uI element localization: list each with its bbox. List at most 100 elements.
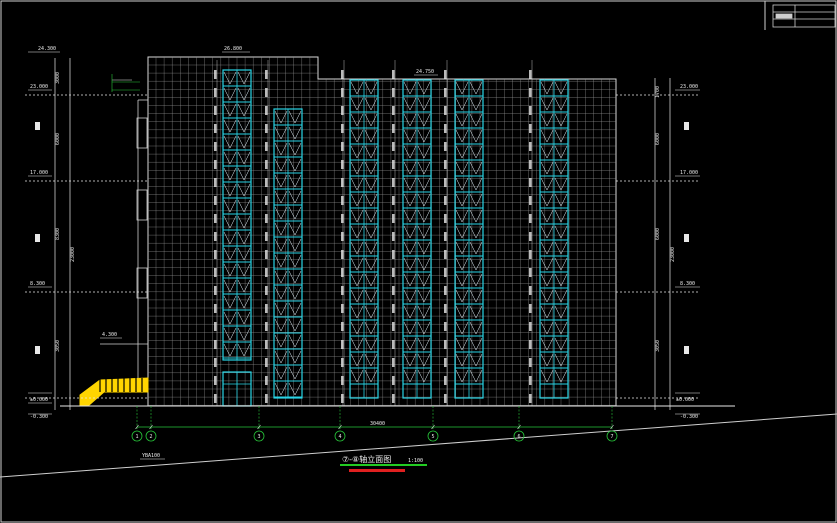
facade-grid: [148, 57, 616, 406]
window-opening-mark: [469, 225, 483, 239]
facade-dim-tick: [392, 250, 395, 259]
facade-dim-tick: [214, 250, 217, 259]
window-opening-mark: [540, 321, 554, 335]
dim-right-1: 6000: [655, 133, 661, 145]
facade-dim-tick: [392, 268, 395, 277]
window-opening-mark: [417, 193, 431, 207]
axis-label: 7: [610, 434, 613, 440]
window-opening-mark: [554, 289, 568, 303]
window-opening-mark: [350, 113, 364, 127]
window-opening-mark: [364, 241, 378, 255]
facade-dim-tick: [444, 214, 447, 223]
window-opening-mark: [540, 97, 554, 111]
window-opening-mark: [237, 167, 251, 181]
window-column: [349, 79, 379, 399]
window-opening-mark: [237, 295, 251, 309]
facade-dim-tick: [341, 178, 344, 187]
window-opening-mark: [350, 273, 364, 287]
axis-tick: [149, 424, 153, 430]
facade-dim-tick: [529, 394, 532, 403]
window-column: [273, 108, 303, 399]
left-annex: [100, 99, 148, 378]
window-opening-mark: [554, 273, 568, 287]
facade-dim-tick: [265, 124, 268, 133]
window-opening-mark: [469, 273, 483, 287]
window-opening-mark: [237, 327, 251, 341]
window-opening-mark: [288, 254, 302, 268]
entrance-stair: [79, 377, 149, 407]
window-opening-mark: [540, 305, 554, 319]
window-opening-mark: [274, 270, 288, 284]
facade-dim-tick: [265, 88, 268, 97]
axis-tick: [338, 424, 342, 430]
window-opening-mark: [403, 321, 417, 335]
window-opening-mark: [455, 321, 469, 335]
window-opening-mark: [350, 321, 364, 335]
window-opening-mark: [237, 135, 251, 149]
window-opening-mark: [469, 177, 483, 191]
facade-dim-tick: [265, 322, 268, 331]
facade-dim-tick: [265, 340, 268, 349]
dim-right-3: 6000: [655, 228, 661, 240]
window-opening-mark: [403, 273, 417, 287]
facade-dim-tick: [341, 286, 344, 295]
window-opening-mark: [364, 321, 378, 335]
window-opening-mark: [403, 337, 417, 351]
facade-dim-tick: [444, 268, 447, 277]
facade-dim-tick: [265, 232, 268, 241]
window-opening-mark: [455, 289, 469, 303]
window-opening-mark: [455, 257, 469, 271]
facade-dim-tick: [444, 178, 447, 187]
window-opening-mark: [455, 129, 469, 143]
facade-dim-tick: [444, 124, 447, 133]
window-opening-mark: [540, 289, 554, 303]
window-opening-mark: [403, 369, 417, 383]
facade-dim-tick: [444, 70, 447, 79]
window-opening-mark: [554, 145, 568, 159]
window-opening-mark: [469, 321, 483, 335]
window-opening-mark: [540, 177, 554, 191]
sheet-frame-diagonal: [0, 413, 837, 478]
dim-left-1: 6000: [55, 133, 61, 145]
facade-dim-tick: [341, 160, 344, 169]
window-opening-mark: [237, 343, 251, 357]
window-opening-mark: [417, 273, 431, 287]
dim-left-0: 3000: [55, 72, 61, 84]
facade-dim-tick: [214, 70, 217, 79]
facade-dim-tick: [341, 214, 344, 223]
window-opening-mark: [288, 270, 302, 284]
window-opening-mark: [403, 193, 417, 207]
axis-bubble: [145, 430, 157, 442]
axis-tick: [610, 424, 614, 430]
window-opening-mark: [554, 209, 568, 223]
window-opening-mark: [455, 273, 469, 287]
window-opening-mark: [274, 158, 288, 172]
window-opening-mark: [469, 353, 483, 367]
window-opening-mark: [350, 257, 364, 271]
window-opening-mark: [540, 225, 554, 239]
window-opening-mark: [455, 193, 469, 207]
facade-dim-tick: [529, 268, 532, 277]
facade-dim-tick: [214, 196, 217, 205]
facade-dim-tick: [392, 124, 395, 133]
window-opening-mark: [364, 129, 378, 143]
window-opening-mark: [554, 161, 568, 175]
facade-dim-tick: [529, 106, 532, 115]
facade-dim-tick: [265, 70, 268, 79]
dim-right-2: 23000: [670, 247, 676, 262]
window-opening-mark: [237, 311, 251, 325]
window-opening-mark: [274, 302, 288, 316]
facade-dimension-text: [214, 60, 533, 406]
window-opening-mark: [417, 145, 431, 159]
window-opening-mark: [350, 225, 364, 239]
window-opening-mark: [364, 337, 378, 351]
window-opening-mark: [469, 369, 483, 383]
window-opening-mark: [417, 289, 431, 303]
window-opening-mark: [364, 257, 378, 271]
facade-dim-tick: [214, 340, 217, 349]
window-opening-mark: [540, 241, 554, 255]
facade-dim-tick: [265, 196, 268, 205]
window-opening-mark: [469, 81, 483, 95]
window-opening-mark: [364, 193, 378, 207]
